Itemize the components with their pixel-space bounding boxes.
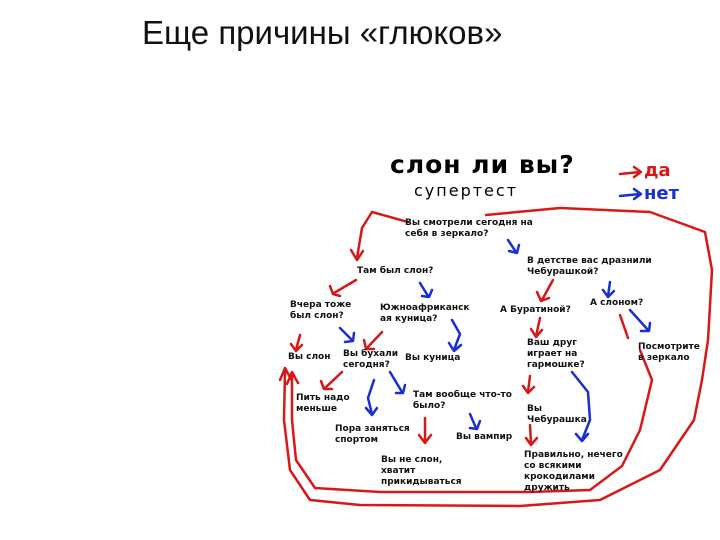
node-q-marten: Южноафриканск ая куница? [380, 303, 470, 324]
outer-loop-right [278, 206, 714, 508]
node-q-mirror: Вы смотрели сегодня на себя в зеркало? [405, 218, 533, 239]
arrow-cheb-to-croc [524, 423, 539, 447]
arrow-anything-to-notelephant [417, 416, 433, 445]
node-r-cheburashka: Вы Чебурашка [527, 404, 587, 425]
node-r-not-elephant: Вы не слон, хватит прикидываться [381, 455, 462, 487]
node-r-marten: Вы куница [405, 353, 461, 363]
arrow-marten-to-drinking [362, 330, 384, 351]
arrow-was-to-marten [418, 281, 434, 299]
legend-no-arrow [618, 187, 643, 201]
legend-yes-label: да [644, 160, 671, 181]
arrow-yesterday-to-drinking [338, 326, 356, 344]
slide-title: Еще причины «глюков» [142, 14, 503, 51]
arrow-drinking-to-drinkless [319, 370, 344, 391]
arrow-drinking-to-sport [364, 378, 379, 417]
diagram-subtitle: супертест [414, 181, 519, 200]
arrow-yesterday-to-elephant [289, 333, 304, 353]
arrow-drinking-to-anything [388, 370, 407, 395]
arrow-marten-to-kunitsa [447, 318, 463, 353]
legend-no-label: нет [644, 183, 680, 204]
arrow-friend-to-cheburashka [521, 374, 536, 395]
node-q-buratino: А Буратиной? [500, 305, 571, 315]
inner-loop [285, 348, 654, 494]
node-q-anything: Там вообще что-то было? [413, 390, 512, 411]
node-r-you-elephant: Вы слон [288, 352, 331, 362]
diagram-title: слон ли вы? [390, 150, 575, 179]
node-r-vampire: Вы вампир [456, 432, 513, 442]
node-q-childhood: В детстве вас дразнили Чебурашкой? [527, 256, 652, 277]
node-q-friend: Ваш друг играет на гармошке? [527, 338, 585, 370]
arrow-was-to-yesterday [328, 278, 358, 298]
node-r-look-mirror: Посмотрите в зеркало [638, 342, 700, 363]
arrow-elname-to-mirror [628, 308, 652, 333]
arrow-childhood-to-elname [601, 280, 616, 299]
arrow-mirror-to-childhood [506, 238, 521, 255]
node-r-crocodiles: Правильно, нечего со всякими крокодилами… [524, 450, 623, 493]
node-r-sport: Пора заняться спортом [335, 424, 410, 445]
outer-loop-left [349, 210, 410, 262]
node-q-drinking: Вы бухали сегодня? [343, 349, 399, 370]
node-q-was-elephant: Там был слон? [357, 266, 434, 276]
arrow-friend-to-croc [570, 370, 592, 443]
yes-arrows [278, 165, 714, 508]
legend-yes-arrow [618, 165, 643, 179]
arrow-anything-to-vampire [468, 412, 482, 431]
arrow-buratino-to-friend [529, 316, 544, 339]
arrow-elephant-name [618, 313, 630, 340]
no-arrows [338, 187, 652, 443]
node-r-drink-less: Пить надо меньше [296, 393, 350, 414]
arrow-childhood-to-buratino [535, 278, 555, 303]
node-q-yesterday: Вчера тоже был слон? [290, 300, 352, 321]
node-q-elephant-name: А слоном? [590, 298, 644, 308]
